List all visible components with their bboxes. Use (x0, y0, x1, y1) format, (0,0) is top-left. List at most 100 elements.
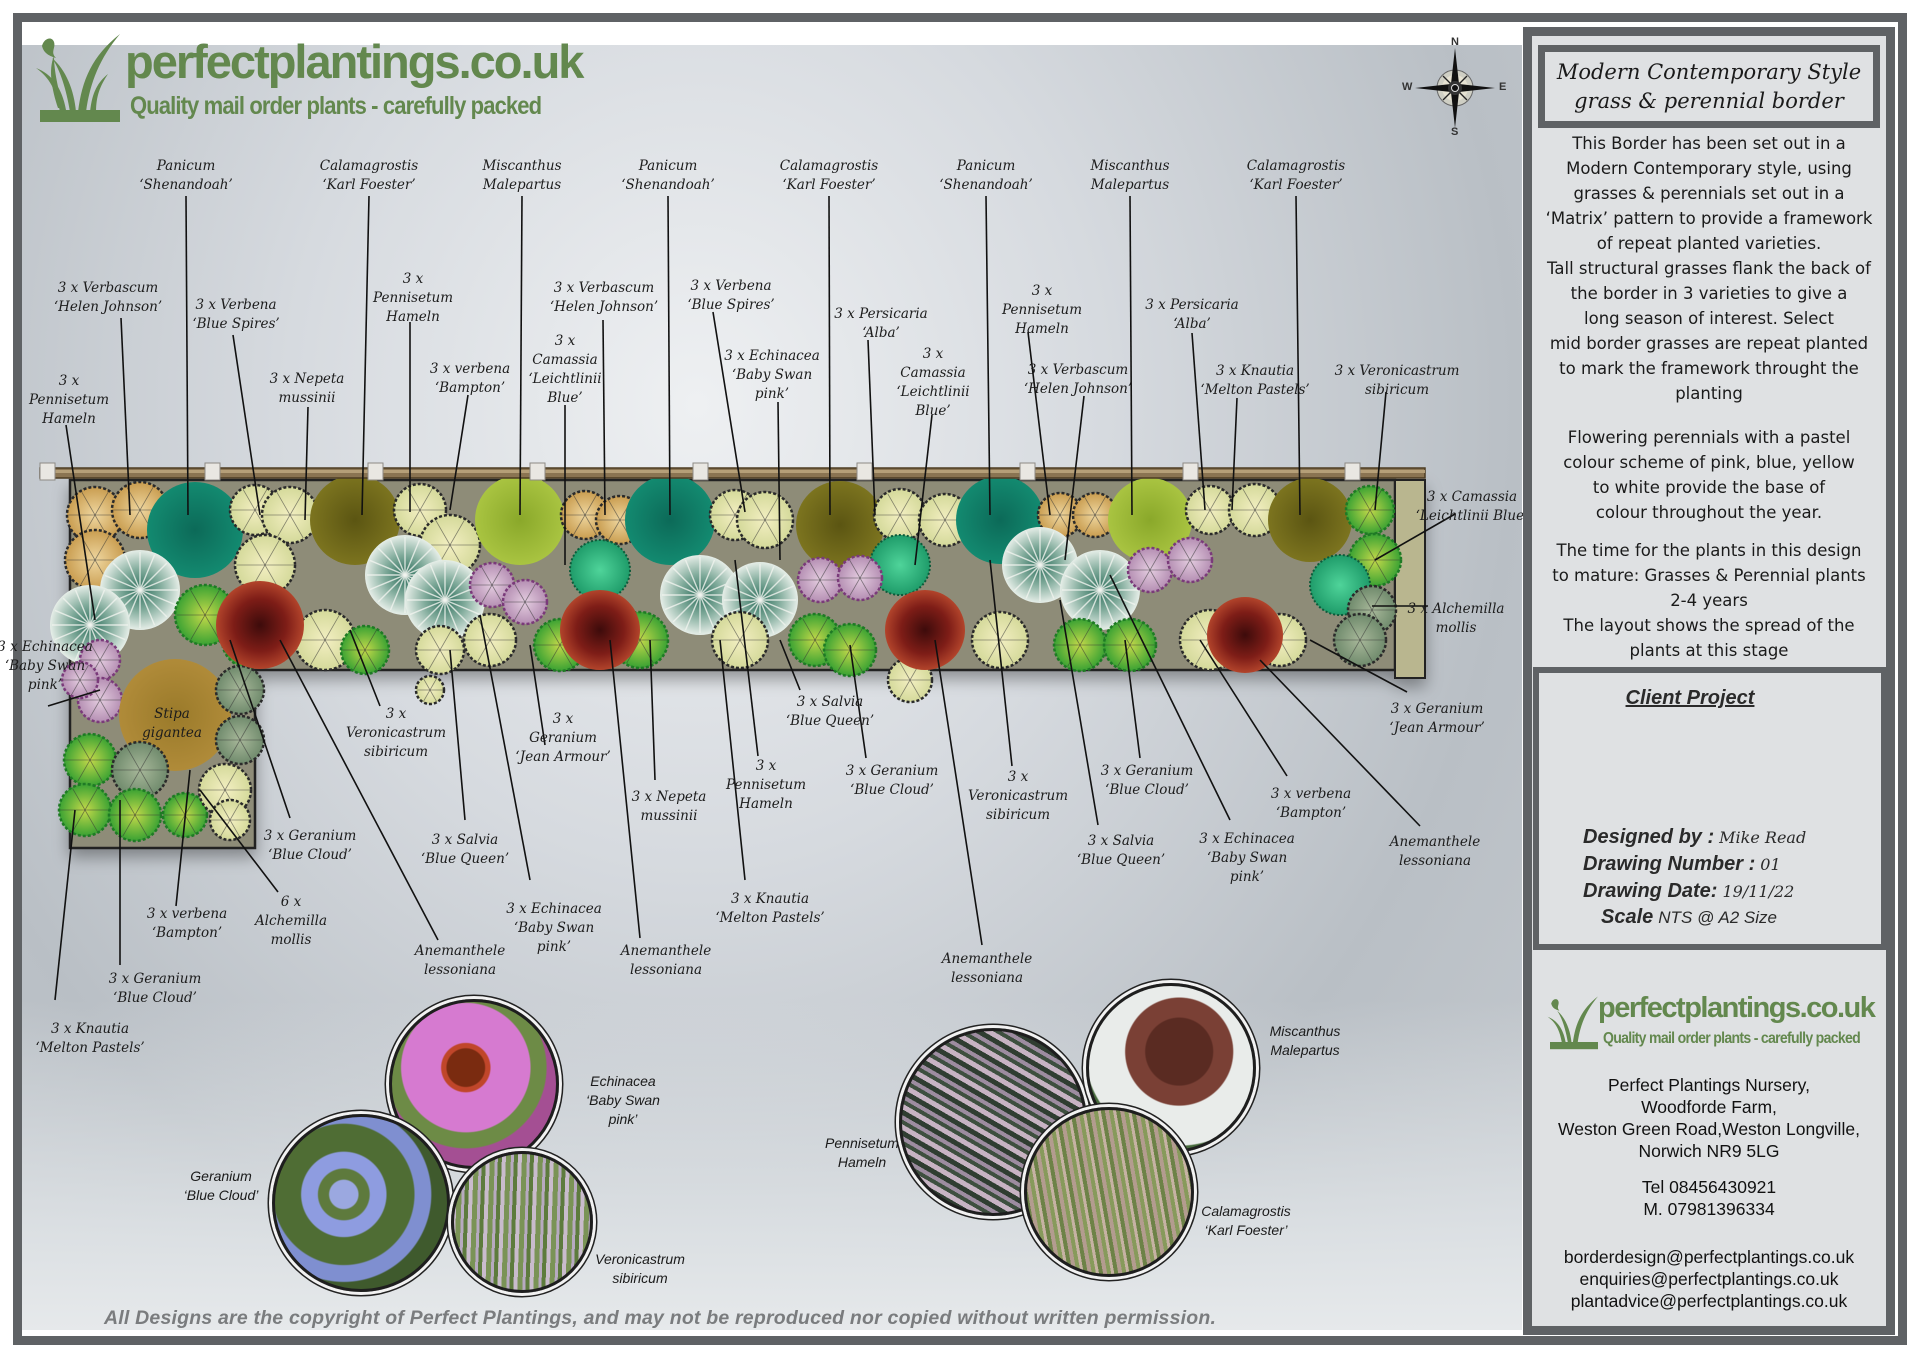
footer-brand-logo: perfectplantings.co.uk Quality mail orde… (1540, 990, 1885, 1060)
footer-brand-name: perfectplantings.co.uk (1598, 992, 1876, 1024)
plant-label-knautia-1: 3 x Knautia‘Melton Pastels’ (1200, 362, 1309, 400)
plant-label-line: ‘Alba’ (862, 325, 900, 341)
plant-label-line: Miscanthus (482, 158, 562, 174)
plant-label-line: Hameln (739, 796, 793, 812)
plant-label-calamagrostis-2: Calamagrostis‘Karl Foester’ (780, 157, 878, 195)
plant-label-line: 3 x Verbascum (1027, 362, 1129, 378)
plant-label-line: 3 x (922, 346, 944, 362)
plant-label-line: 3 x Nepeta (631, 789, 707, 805)
plant-label-line: ‘Baby Swan (4, 658, 86, 674)
maturity-description-line: The time for the plants in this design (1556, 541, 1862, 560)
geranium-photo (272, 1114, 450, 1292)
address-line: Norwich NR9 5LG (1638, 1141, 1780, 1161)
plant-label-line: 3 x Geranium (1390, 701, 1484, 717)
design-description-line: grasses & perennials set out in a (1573, 184, 1845, 203)
plant-label-line: sibiricum (985, 807, 1051, 823)
plant-label-line: 3 x Veronicastrum (1334, 363, 1460, 379)
design-description-line: the border in 3 varieties to give a (1570, 284, 1848, 303)
plant-label-line: ‘Helen Johnson’ (53, 299, 163, 315)
plant-label-line: lessoniana (950, 970, 1024, 986)
geranium-photo-label: Geranium‘Blue Cloud’ (183, 1168, 259, 1203)
plant-label-line: Panicum (956, 158, 1016, 174)
nursery-address: Perfect Plantings Nursery,Woodforde Farm… (1530, 1074, 1888, 1162)
address-line: Weston Green Road,Weston Longville, (1558, 1119, 1860, 1139)
plant-label-line: ‘Baby Swan (731, 367, 813, 383)
plant-label-line: 3 x Echinacea (724, 348, 820, 364)
plant-label-line: 3 x Knautia (50, 1021, 130, 1037)
colour-description-line: to white provide the base of (1592, 478, 1826, 497)
plant-label-line: 3 x Salvia (431, 832, 499, 848)
plant-label-line: lessoniana (1398, 853, 1472, 869)
address-line: Perfect Plantings Nursery, (1608, 1075, 1810, 1095)
plant-label-line: 3 x Verbascum (57, 280, 159, 296)
plant-label-camassia-3: 3 x Camassia‘Leichtlinii Blue’ (1416, 488, 1529, 526)
plant-label-line: 3 x Alchemilla (1407, 601, 1505, 617)
plant-label-line: sibiricum (1364, 382, 1430, 398)
design-description-line: to mark the framework throught the (1559, 359, 1859, 378)
design-title-line-2: grass & perennial border (1574, 88, 1844, 113)
brand-name: perfectplantings.co.uk (125, 35, 584, 88)
plant-label-line: ‘Bampton’ (434, 380, 506, 396)
plant-label-line: 3 x Persicaria (1145, 297, 1239, 313)
plant-label-line: ‘Melton Pastels’ (35, 1040, 145, 1056)
plant-label-line: 3 x (58, 373, 80, 389)
plant-label-line: 3 x (1031, 283, 1053, 299)
plant-label-line: lessoniana (629, 962, 703, 978)
plant-label-verbena-bampton-3: 3 x verbena‘Bampton’ (147, 905, 227, 943)
design-description-line: This Border has been set out in a (1572, 134, 1846, 153)
plant-label-line: ‘Baby Swan (513, 920, 595, 936)
plant-label-line: 3 x Verbena (690, 278, 772, 294)
plant-label-line: 3 x Salvia (796, 694, 864, 710)
grass-logo-icon (36, 34, 120, 122)
compass-east: E (1499, 81, 1507, 93)
plant-label-line: 3 x (385, 706, 407, 722)
plant-label-line: ‘Helen Johnson’ (549, 299, 659, 315)
plant-label-line: lessoniana (423, 962, 497, 978)
plant-label-line: ‘Helen Johnson’ (1023, 381, 1133, 397)
email-link-line[interactable]: borderdesign@perfectplantings.co.uk (1563, 1247, 1855, 1267)
plant-label-verbena-bampton-2: 3 x verbena‘Bampton’ (1271, 785, 1351, 823)
plant-label-line: ‘Leichtlinii (528, 371, 602, 387)
compass-rose: N E S W (1400, 36, 1510, 138)
plant-label-line: ‘Blue Cloud’ (1105, 782, 1189, 798)
plant-label-line: 3 x (552, 711, 574, 727)
plant-label-line: Calamagrostis (779, 158, 879, 174)
plant-label-line: 3 x Verbena (195, 297, 277, 313)
plant-label-line: ‘Blue Queen’ (420, 851, 510, 867)
plant-label-line: ‘Shenandoah’ (939, 177, 1033, 193)
design-description-line: planting (1675, 384, 1743, 403)
grass-logo-icon (1547, 996, 1598, 1050)
plant-label-line: ‘Shenandoah’ (621, 177, 715, 193)
calamagrostis-photo (1024, 1107, 1194, 1277)
veronicastrum-photo (451, 1151, 593, 1293)
plant-label-line: sibiricum (363, 744, 429, 760)
plant-label-line: ‘Melton Pastels’ (715, 910, 825, 926)
plant-label-line: 3 x Geranium (263, 828, 357, 844)
plant-label-line: Veronicastrum (967, 788, 1069, 804)
plant-label-line: ‘Melton Pastels’ (1200, 382, 1310, 398)
plant-label-nepeta-2: 3 x Nepeta mussinii (632, 788, 707, 826)
maturity-description-line: The layout shows the spread of the (1563, 616, 1855, 635)
design-description-line: Tall structural grasses flank the back o… (1547, 259, 1871, 278)
plant-label-line: mussinii (640, 808, 698, 824)
email-link-line[interactable]: plantadvice@perfectplantings.co.uk (1570, 1291, 1848, 1311)
plant-label-line: 3 x Knautia (730, 891, 810, 907)
plant-label-verbascum-1: 3 x Verbascum ‘Helen Johnson’ (54, 279, 162, 317)
email-link-line[interactable]: enquiries@perfectplantings.co.uk (1579, 1269, 1839, 1289)
plant-label-line: 3 x Echinacea (506, 901, 602, 917)
plant-label-line: 3 x verbena (429, 361, 511, 377)
plant-label-salvia-2: 3 x Salvia ‘Blue Queen’ (421, 831, 509, 869)
plant-label-line: Blue’ (915, 403, 951, 419)
plant-label-line: Hameln (386, 309, 440, 325)
